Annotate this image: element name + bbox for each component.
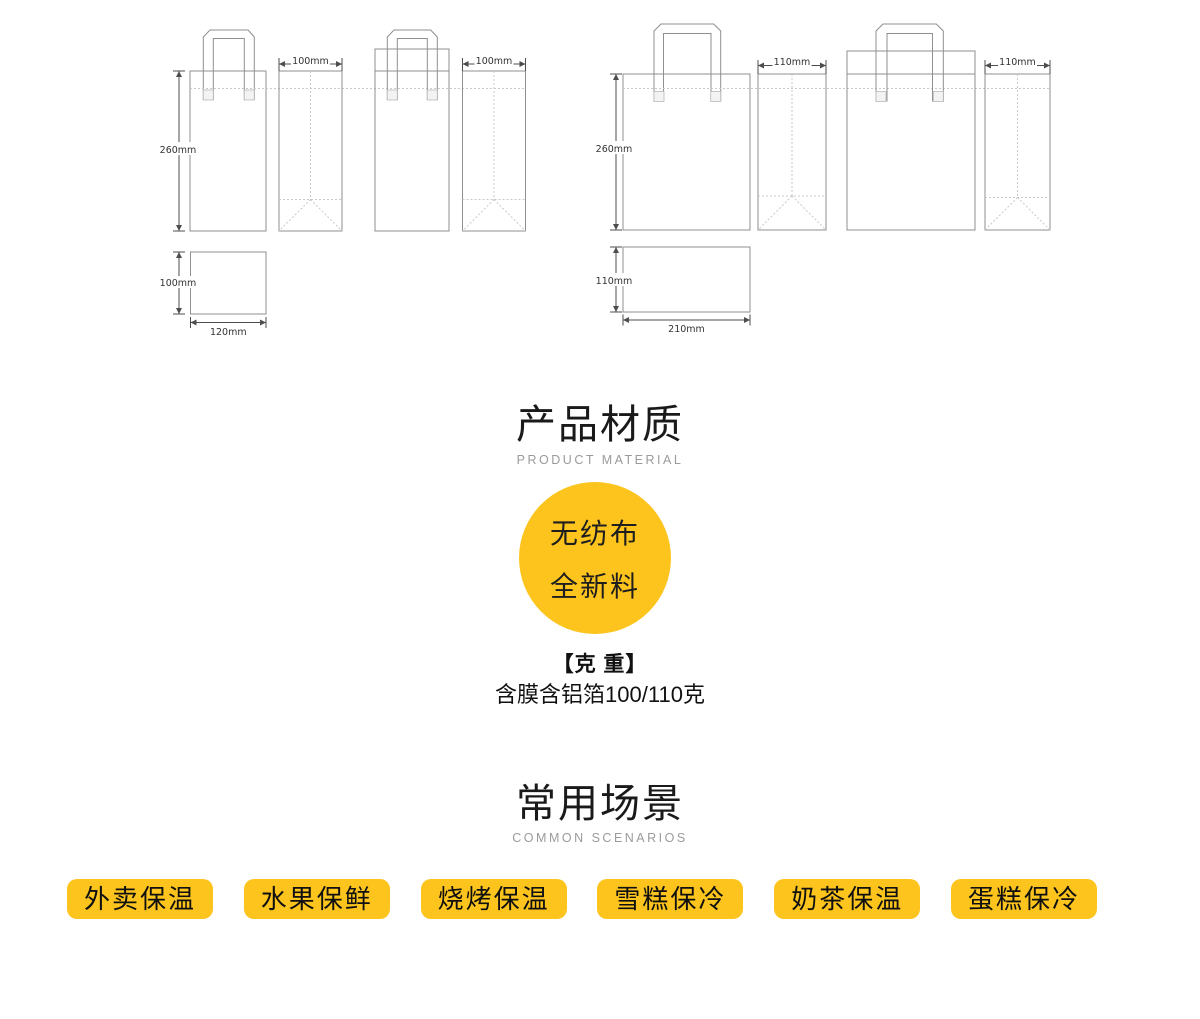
- dim-label-small-side-width-1: 100mm: [292, 56, 329, 67]
- dim-label-large-side-width-2: 110mm: [999, 57, 1036, 68]
- large-bag-side-view-1: 110mm: [757, 56, 827, 231]
- scenario-pill-cake: 蛋糕保冷: [950, 879, 1097, 919]
- small-bag-bottom-view: 100mm 120mm: [157, 251, 267, 338]
- small-bag-side-view-2: 100mm: [462, 54, 526, 232]
- large-bag-front-view-open: [846, 23, 976, 231]
- scenarios-section-title: 常用场景: [516, 782, 684, 826]
- scenario-pill-takeout: 外卖保温: [67, 879, 214, 919]
- material-badge-line2: 全新料: [549, 570, 640, 602]
- dim-label-large-height: 260mm: [596, 144, 633, 155]
- dim-label-small-bottom-width: 120mm: [210, 327, 247, 338]
- small-bag-front-view: [189, 29, 267, 232]
- dim-label-large-bottom-width: 210mm: [668, 324, 705, 335]
- dim-label-small-side-width-2: 100mm: [476, 56, 513, 67]
- small-bag-height-dimension: 260mm: [156, 70, 200, 232]
- dim-label-small-height: 260mm: [160, 145, 197, 156]
- bag-dimension-diagram: 260mm 100mm: [156, 23, 1051, 338]
- large-bag-bottom-view: 110mm 210mm: [592, 246, 751, 335]
- material-badge: 无纺布 全新料: [519, 482, 671, 634]
- material-section-subtitle: PRODUCT MATERIAL: [516, 453, 684, 467]
- scenario-pill-barbecue: 烧烤保温: [420, 879, 567, 919]
- dim-label-large-bottom-depth: 110mm: [596, 276, 633, 287]
- small-bag-side-view-1: 100mm: [278, 54, 343, 232]
- large-bag-side-view-2: 110mm: [984, 56, 1051, 231]
- large-bag-front-view: [622, 23, 751, 231]
- small-bag-front-view-open: [374, 29, 450, 232]
- dim-label-large-side-width-1: 110mm: [774, 57, 811, 68]
- scenario-pill-row: 外卖保温 水果保鲜 烧烤保温 雪糕保冷 奶茶保温 蛋糕保冷: [67, 879, 1097, 919]
- material-section-title: 产品材质: [516, 403, 684, 447]
- weight-title: 【克 重】: [552, 653, 648, 676]
- weight-description: 含膜含铝箔100/110克: [495, 682, 705, 707]
- scenario-pill-fruit: 水果保鲜: [243, 879, 390, 919]
- large-bag-height-dimension: 260mm: [593, 73, 637, 231]
- material-badge-line1: 无纺布: [549, 517, 640, 549]
- scenario-pill-icecream: 雪糕保冷: [597, 879, 744, 919]
- scenarios-section-subtitle: COMMON SCENARIOS: [512, 831, 688, 845]
- scenario-pill-milktea: 奶茶保温: [774, 879, 921, 919]
- dim-label-small-bottom-depth: 100mm: [160, 278, 197, 289]
